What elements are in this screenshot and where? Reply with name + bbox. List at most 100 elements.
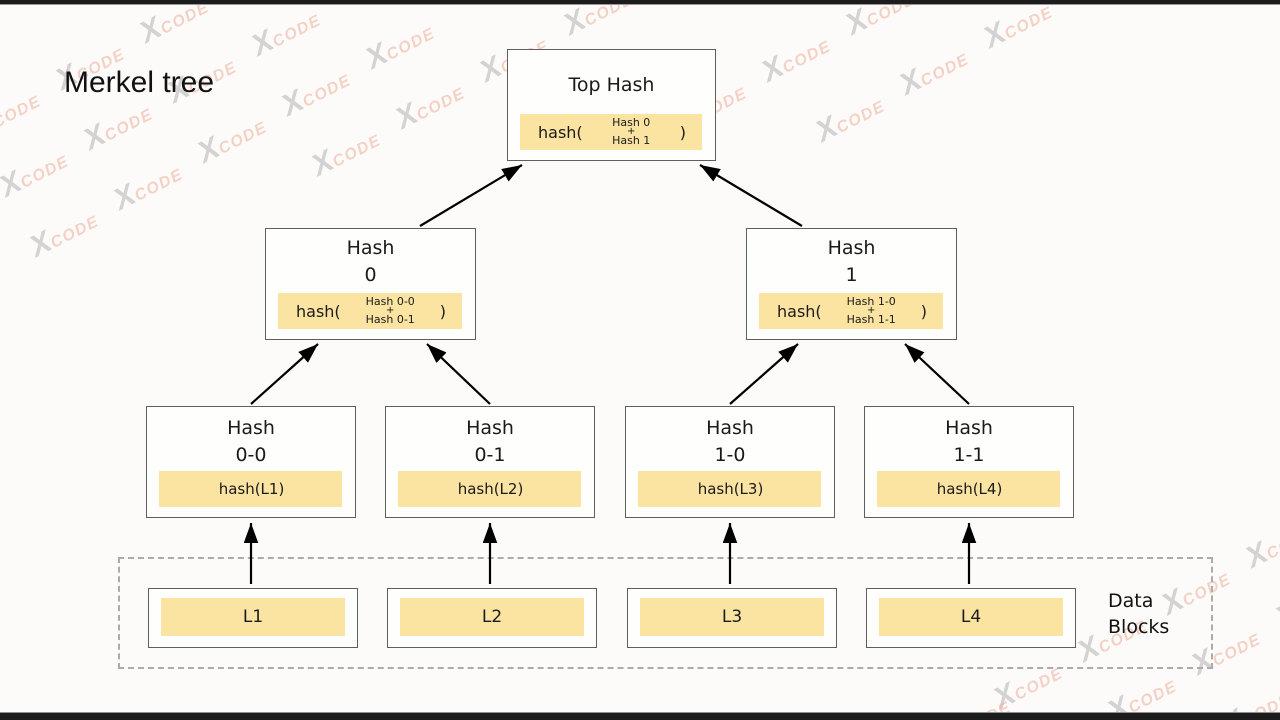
operand-top: Hash 0-0 bbox=[365, 295, 415, 308]
fn-open: hash( bbox=[777, 301, 822, 321]
data-blocks-zone: L1 L2 L3 L4 Data Blocks bbox=[118, 557, 1213, 669]
xcode-watermark: XCODE bbox=[246, 0, 326, 63]
arrow-hash11-to-hash1 bbox=[904, 343, 970, 405]
xcode-watermark: XCODE bbox=[390, 73, 470, 136]
data-block-l2: L2 bbox=[387, 588, 597, 648]
xcode-watermark: XCODE bbox=[0, 81, 46, 144]
xcode-watermark: XCODE bbox=[108, 154, 188, 217]
watermark-x: X bbox=[24, 225, 58, 264]
watermark-code: CODE bbox=[329, 132, 385, 171]
arrow-hash10-to-hash1 bbox=[729, 343, 799, 405]
watermark-x: X bbox=[246, 24, 280, 63]
watermark-code: CODE bbox=[383, 25, 439, 64]
watermark-x: X bbox=[276, 84, 310, 123]
xcode-watermark: XCODE bbox=[1276, 635, 1280, 698]
data-blocks-caption: Data Blocks bbox=[1108, 590, 1170, 638]
watermark-x: X bbox=[360, 37, 394, 76]
watermark-x: X bbox=[1276, 659, 1280, 698]
letterbox-bottom bbox=[0, 712, 1280, 720]
data-block-label: L3 bbox=[640, 598, 824, 636]
watermark-code: CODE bbox=[299, 72, 355, 111]
operand-stack: Hash 0-0+Hash 0-1 bbox=[365, 295, 415, 326]
xcode-watermark: XCODE bbox=[558, 0, 638, 43]
watermark-code: CODE bbox=[101, 106, 157, 145]
watermark-code: CODE bbox=[1263, 524, 1280, 563]
xcode-watermark: XCODE bbox=[840, 0, 920, 43]
xcode-watermark: XCODE bbox=[306, 120, 386, 183]
watermark-code: CODE bbox=[131, 166, 187, 205]
hash-formula: hash( Hash 1-0+Hash 1-1 ) bbox=[759, 293, 943, 329]
arrow-hash01-to-hash0 bbox=[426, 343, 491, 405]
hash-value: hash(L3) bbox=[638, 471, 821, 507]
watermark-x: X bbox=[0, 165, 28, 204]
letterbox-top bbox=[0, 0, 1280, 5]
fn-close: ) bbox=[439, 301, 446, 321]
watermark-x: X bbox=[78, 118, 112, 157]
watermark-code: CODE bbox=[833, 98, 889, 137]
watermark-code: CODE bbox=[779, 38, 835, 77]
xcode-watermark: XCODE bbox=[0, 141, 74, 204]
page-title: Merkel tree bbox=[64, 66, 215, 99]
hash-value: hash(L4) bbox=[877, 471, 1060, 507]
fn-open: hash( bbox=[296, 301, 341, 321]
xcode-watermark: XCODE bbox=[24, 201, 104, 264]
data-block-l3: L3 bbox=[627, 588, 837, 648]
node-top-hash: Top Hash hash( Hash 0+Hash 1 ) bbox=[507, 49, 716, 161]
hash-formula: hash( Hash 0-0+Hash 0-1 ) bbox=[278, 293, 462, 329]
xcode-watermark: XCODE bbox=[78, 94, 158, 157]
watermark-x: X bbox=[558, 3, 592, 42]
plus-sign: + bbox=[867, 305, 876, 316]
data-block-label: L1 bbox=[161, 598, 345, 636]
hash-value: hash(L2) bbox=[398, 471, 581, 507]
plus-sign: + bbox=[386, 305, 395, 316]
watermark-x: X bbox=[894, 63, 928, 102]
watermark-x: X bbox=[840, 3, 874, 42]
xcode-watermark: XCODE bbox=[134, 0, 214, 51]
hash-value: hash(L1) bbox=[159, 471, 342, 507]
xcode-watermark: XCODE bbox=[978, 0, 1058, 56]
arrow-hash1-to-top bbox=[699, 164, 803, 227]
watermark-x: X bbox=[134, 11, 168, 50]
watermark-x: X bbox=[988, 677, 1022, 716]
xcode-watermark: XCODE bbox=[1240, 512, 1280, 575]
watermark-code: CODE bbox=[17, 153, 73, 192]
data-block-l4: L4 bbox=[866, 588, 1076, 648]
watermark-x: X bbox=[1270, 596, 1280, 635]
watermark-x: X bbox=[390, 97, 424, 136]
data-block-label: L4 bbox=[879, 598, 1063, 636]
watermark-code: CODE bbox=[269, 12, 325, 51]
fn-open: hash( bbox=[538, 122, 583, 142]
xcode-watermark: XCODE bbox=[756, 26, 836, 89]
watermark-code: CODE bbox=[0, 93, 45, 132]
operand-stack: Hash 0+Hash 1 bbox=[612, 117, 651, 147]
xcode-watermark: XCODE bbox=[360, 13, 440, 76]
arrow-hash0-to-top bbox=[419, 164, 523, 227]
data-block-l1: L1 bbox=[148, 588, 358, 648]
watermark-code: CODE bbox=[1011, 665, 1067, 704]
operand-stack: Hash 1-0+Hash 1-1 bbox=[846, 296, 896, 326]
xcode-watermark: XCODE bbox=[1270, 572, 1280, 635]
watermark-x: X bbox=[192, 131, 226, 170]
watermark-x: X bbox=[810, 110, 844, 149]
node-title: Top Hash bbox=[568, 74, 655, 96]
hash-formula: hash( Hash 0+Hash 1 ) bbox=[520, 114, 702, 150]
watermark-code: CODE bbox=[1001, 4, 1057, 43]
fn-close: ) bbox=[679, 122, 686, 142]
operand-bottom: Hash 1-1 bbox=[846, 313, 896, 326]
operand-bottom: Hash 0-1 bbox=[365, 313, 415, 326]
xcode-watermark: XCODE bbox=[894, 39, 974, 102]
operand-bottom: Hash 1 bbox=[612, 134, 651, 147]
plus-sign: + bbox=[627, 126, 636, 137]
